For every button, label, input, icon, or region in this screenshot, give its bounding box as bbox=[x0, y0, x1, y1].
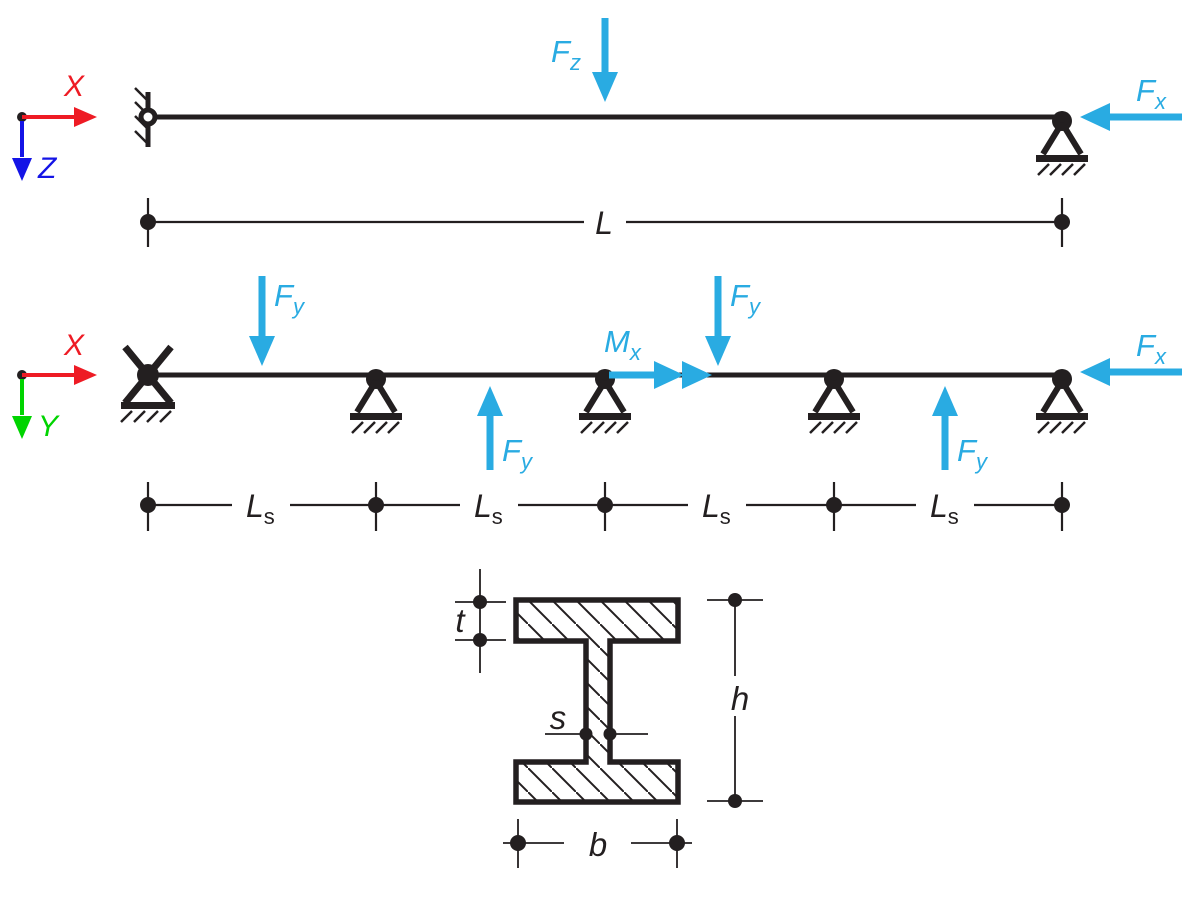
support-left-fixed-x bbox=[120, 344, 175, 423]
fy-arrowhead-icon bbox=[932, 386, 958, 416]
dimension-s: s bbox=[545, 699, 648, 741]
fy-label: Fy bbox=[274, 278, 306, 319]
dim-s-label: s bbox=[550, 699, 567, 736]
dimension-t: t bbox=[455, 569, 506, 673]
coordinate-system-xy: X Y bbox=[12, 329, 97, 443]
force-arrow-fx-front: Fx bbox=[1080, 328, 1182, 386]
support-right-pin bbox=[1036, 111, 1088, 175]
dim-dot bbox=[597, 497, 613, 513]
dim-dot bbox=[728, 593, 742, 607]
y-axis-label: Y bbox=[38, 410, 60, 443]
fx-front-label: Fx bbox=[1136, 328, 1167, 369]
force-arrow-fz: Fz bbox=[551, 18, 618, 102]
support-hinge-dot bbox=[137, 364, 159, 386]
dimension-Ls-chain: Ls Ls Ls Ls bbox=[140, 482, 1070, 531]
support-hinge-circle bbox=[138, 107, 158, 127]
fz-arrowhead-icon bbox=[592, 72, 618, 102]
dim-Ls-label: Ls bbox=[474, 488, 503, 529]
fy-label: Fy bbox=[502, 433, 534, 474]
dim-dot bbox=[140, 497, 156, 513]
y-axis-arrowhead-icon bbox=[12, 416, 32, 439]
force-arrow-fy-down-1: Fy bbox=[249, 276, 306, 366]
x-axis-label: X bbox=[63, 70, 85, 103]
z-axis-arrowhead-icon bbox=[12, 158, 32, 181]
cross-section-view: t h s b bbox=[455, 569, 763, 868]
dim-Ls-label: Ls bbox=[246, 488, 275, 529]
top-view: X Z Fz Fx bbox=[12, 18, 1182, 247]
fx-arrowhead-icon bbox=[1080, 358, 1110, 386]
dim-dot bbox=[603, 727, 617, 741]
dim-dot bbox=[669, 835, 685, 851]
front-view: X Y Fy Fy bbox=[12, 276, 1182, 531]
coordinate-system-xz: X Z bbox=[12, 70, 97, 185]
dim-dot bbox=[1054, 497, 1070, 513]
force-arrow-fy-up-1: Fy bbox=[477, 386, 534, 474]
fy-arrowhead-icon bbox=[477, 386, 503, 416]
dim-dot bbox=[826, 497, 842, 513]
fx-arrowhead-icon bbox=[1080, 103, 1110, 131]
force-arrow-fy-down-2: Fy bbox=[705, 276, 762, 366]
support-pin-5 bbox=[1036, 369, 1088, 433]
force-arrow-fy-up-2: Fy bbox=[932, 386, 989, 474]
dim-dot bbox=[1054, 214, 1070, 230]
dim-Ls-label: Ls bbox=[702, 488, 731, 529]
dim-dot bbox=[728, 794, 742, 808]
dim-L-label: L bbox=[595, 205, 613, 241]
dim-b-label: b bbox=[589, 826, 607, 863]
support-left-sliding-hinge bbox=[134, 87, 158, 147]
fy-label: Fy bbox=[957, 433, 989, 474]
x-axis-arrowhead-icon bbox=[74, 365, 97, 385]
mx-arrowhead-icon bbox=[654, 361, 684, 389]
dim-dot bbox=[579, 727, 593, 741]
support-pin-2 bbox=[350, 369, 402, 433]
fy-arrowhead-icon bbox=[249, 336, 275, 366]
dimension-h: h bbox=[707, 593, 763, 808]
fy-arrowhead-icon bbox=[705, 336, 731, 366]
dim-t-label: t bbox=[455, 602, 466, 639]
support-ground-hatching bbox=[120, 410, 172, 423]
dim-h-label: h bbox=[731, 680, 749, 717]
support-pin-4 bbox=[808, 369, 860, 433]
dim-dot bbox=[510, 835, 526, 851]
dim-dot bbox=[473, 633, 487, 647]
support-pin-3 bbox=[579, 369, 631, 433]
i-beam-profile bbox=[513, 597, 681, 805]
dimension-b: b bbox=[503, 819, 692, 868]
x-axis-arrowhead-icon bbox=[74, 107, 97, 127]
mx-label: Mx bbox=[604, 324, 642, 365]
x-axis-label: X bbox=[63, 329, 85, 362]
dim-Ls-label: Ls bbox=[930, 488, 959, 529]
dimension-L: L bbox=[140, 198, 1070, 247]
support-base-bar bbox=[121, 402, 175, 409]
fx-top-label: Fx bbox=[1136, 73, 1167, 114]
moment-arrow-mx: Mx bbox=[604, 324, 712, 389]
fy-label: Fy bbox=[730, 278, 762, 319]
force-arrow-fx-top: Fx bbox=[1080, 73, 1182, 131]
dim-dot bbox=[140, 214, 156, 230]
fz-label: Fz bbox=[551, 34, 581, 75]
dim-dot bbox=[473, 595, 487, 609]
mx-arrowhead-icon bbox=[682, 361, 712, 389]
z-axis-label: Z bbox=[37, 152, 58, 185]
dim-dot bbox=[368, 497, 384, 513]
